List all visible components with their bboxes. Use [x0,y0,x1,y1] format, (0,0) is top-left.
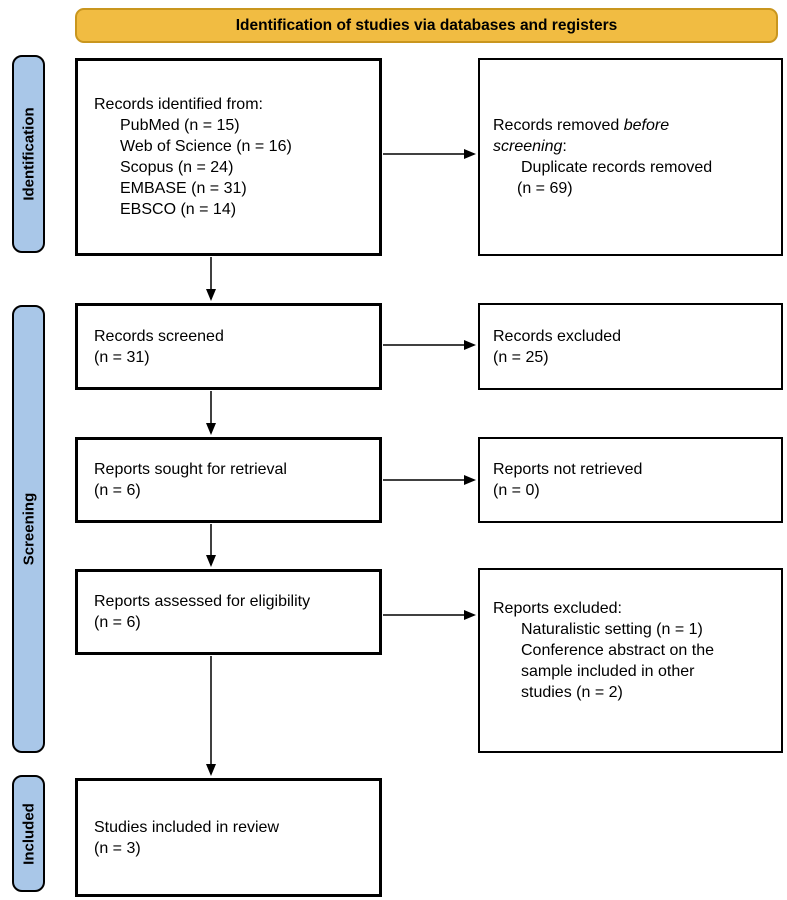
box-line: sample included in other [521,663,695,680]
stage-label-identification-text: Identification [20,107,37,201]
box-line: EMBASE (n = 31) [120,180,247,197]
box-count: (n = 3) [94,839,141,857]
box-line: Duplicate records removed [521,159,713,176]
stage-label-screening-text: Screening [20,492,37,566]
box-line: Reports assessed for eligibility [94,593,311,610]
box-line: Records excluded [493,327,622,345]
text-segment: Records removed [493,117,624,134]
box-records-excluded: Records excluded (n = 25) [478,303,783,390]
box-line: Records identified from: [94,96,263,113]
box-line: Scopus (n = 24) [120,159,234,176]
text-segment-italic: screening [493,138,563,155]
stage-label-identification: Identification [12,55,45,253]
box-count: (n = 69) [517,180,573,197]
box-records-screened: Records screened (n = 31) [75,303,382,390]
box-count: (n = 0) [493,482,540,499]
box-reports-assessed: Reports assessed for eligibility (n = 6) [75,569,382,655]
box-line: Conference abstract on the [521,642,715,659]
box-count: (n = 6) [94,614,141,631]
box-line: Records screened [94,327,224,345]
box-line: Reports not retrieved [493,461,643,478]
box-count: (n = 31) [94,348,150,366]
box-line: Reports sought for retrieval [94,461,287,478]
box-line: Reports excluded: [493,600,622,617]
text-segment: : [562,138,567,155]
stage-label-included-text: Included [20,802,37,865]
box-line: PubMed (n = 15) [120,117,240,134]
text-segment-italic: before [623,117,670,134]
box-count: (n = 25) [493,348,549,366]
box-reports-excluded: Reports excluded: Naturalistic setting (… [478,568,783,753]
box-line: Records removed before [493,115,773,136]
box-line: screening: [493,136,773,157]
box-line: Studies included in review [94,818,279,836]
box-line: studies (n = 2) [521,684,623,701]
banner-title: Identification of studies via databases … [75,8,778,43]
box-reports-sought: Reports sought for retrieval (n = 6) [75,437,382,523]
box-line: Naturalistic setting (n = 1) [521,621,703,638]
stage-label-screening: Screening [12,305,45,753]
box-studies-included: Studies included in review (n = 3) [75,778,382,897]
box-records-removed: Records removed before screening: Duplic… [478,58,783,256]
box-count: (n = 6) [94,482,141,499]
box-reports-not-retrieved: Reports not retrieved (n = 0) [478,437,783,523]
box-records-identified: Records identified from: PubMed (n = 15)… [75,58,382,256]
box-line: EBSCO (n = 14) [120,201,237,218]
box-line: Web of Science (n = 16) [120,138,292,155]
stage-label-included: Included [12,775,45,892]
